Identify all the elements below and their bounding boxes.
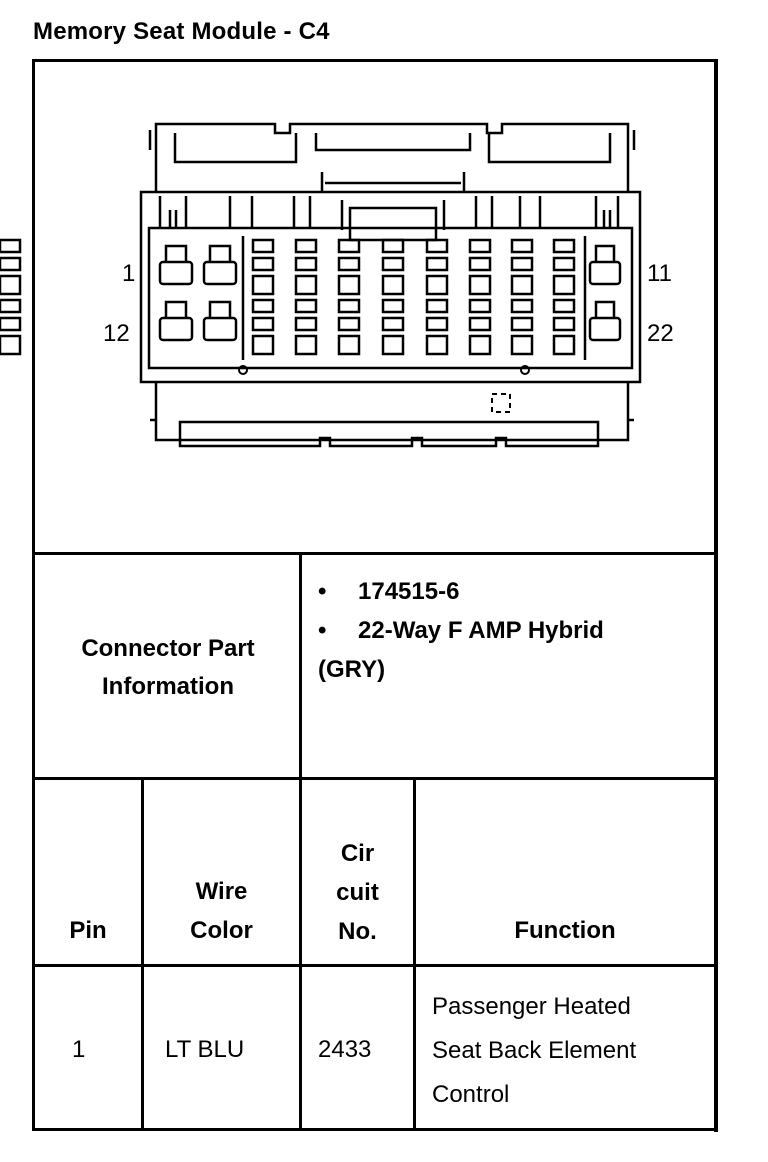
table-right-border xyxy=(714,59,718,1132)
col-divider-circuit xyxy=(413,778,416,1130)
connector-diagram xyxy=(0,122,642,448)
col-divider-pin xyxy=(141,778,144,1130)
header-pin: Pin xyxy=(69,917,107,944)
header-wire-color: Wire Color xyxy=(190,878,253,944)
list-item: •174515-6 xyxy=(318,578,460,605)
col-divider-info xyxy=(299,553,302,1130)
divider-header xyxy=(32,964,718,967)
cell-pin: 1 xyxy=(72,1036,86,1063)
page-title: Memory Seat Module - C4 xyxy=(33,18,330,45)
list-item-continuation: (GRY) xyxy=(318,656,386,683)
header-function: Function xyxy=(514,917,616,944)
list-item: •22-Way F AMP Hybrid xyxy=(318,617,604,644)
connector-part-info-list: •174515-6 •22-Way F AMP Hybrid (GRY) xyxy=(318,572,604,689)
pin-label-1: 1 xyxy=(122,260,136,287)
pin-label-11: 11 xyxy=(647,260,672,287)
connector-part-info-label: Connector Part Information xyxy=(81,635,255,700)
divider-diagram xyxy=(32,552,718,555)
cell-wire-color: LT BLU xyxy=(165,1036,245,1063)
divider-bottom xyxy=(32,1128,718,1131)
header-circuit-no: Cir cuit No. xyxy=(336,840,379,945)
pin-label-22: 22 xyxy=(647,320,674,347)
cell-function: Passenger Heated Seat Back Element Contr… xyxy=(432,993,637,1108)
pin-label-12: 12 xyxy=(103,320,130,347)
table-frame xyxy=(32,59,716,1131)
divider-info xyxy=(32,777,718,780)
cell-circuit-no: 2433 xyxy=(318,1036,372,1063)
